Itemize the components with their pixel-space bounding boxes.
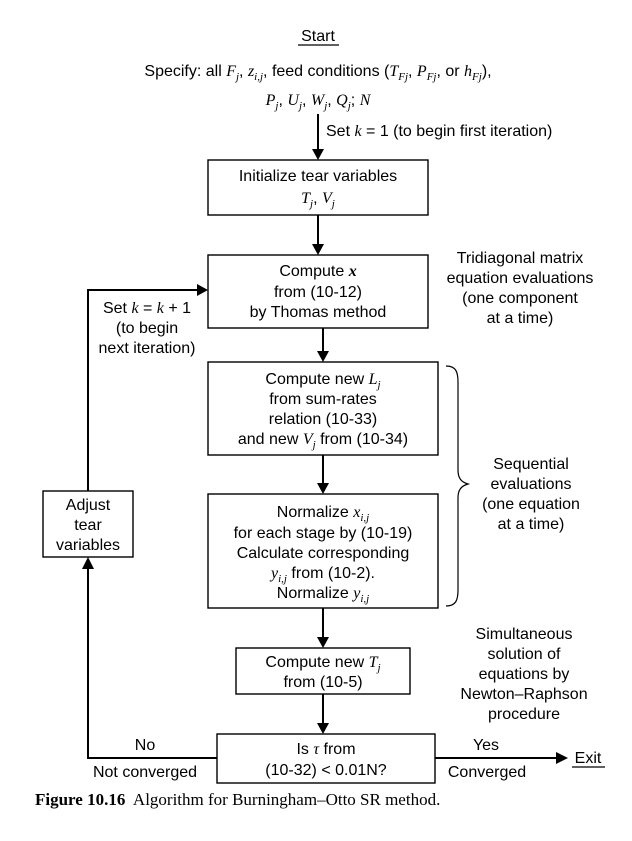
sequential-note-line-4: at a time) [498, 516, 565, 533]
specify-line-1: Specify: all Fj, zi,j, feed conditions (… [144, 63, 491, 83]
compute-t-line-1: Compute new Tj [265, 654, 380, 674]
normalize-box [207, 493, 439, 609]
tridiagonal-note-line-3: (one component [462, 290, 578, 307]
adjust-tear-variables-box [42, 490, 134, 558]
adjust-line-2: tear [74, 517, 102, 534]
compute-x-box [207, 254, 429, 329]
tridiagonal-note-line-2: equation evaluations [447, 270, 594, 287]
tridiagonal-note-line-1: Tridiagonal matrix [457, 250, 584, 267]
arrowhead-init [312, 149, 324, 160]
adjust-line-1: Adjust [66, 497, 111, 514]
simultaneous-note-line-5: procedure [488, 706, 560, 723]
arrowhead-compute-l [317, 351, 329, 362]
sequential-note-line-1: Sequential [493, 456, 569, 473]
initialize-tear-variables-box [207, 159, 429, 216]
init-line-2: Tj, Vj [301, 190, 335, 210]
normalize-line-2: for each stage by (10-19) [234, 525, 413, 542]
specify-line-2: Pj, Uj, Wj, Qj; N [265, 92, 372, 112]
simultaneous-note-line-4: Newton–Raphson [460, 686, 587, 703]
compute-l-line-3: relation (10-33) [269, 411, 378, 428]
arrowhead-normalize [317, 483, 329, 494]
compute-l-box [207, 361, 439, 456]
arrowhead-compute-t [317, 637, 329, 648]
init-line-1: Initialize tear variables [239, 168, 397, 185]
set-k-1-label: Set k = 1 (to begin first iteration) [326, 123, 552, 140]
compute-t-box [235, 647, 411, 695]
not-converged-label: Not converged [93, 764, 197, 781]
normalize-line-3: Calculate corresponding [237, 545, 410, 562]
set-k-next-line-1: Set k = k + 1 [103, 300, 191, 317]
loop-back-line [87, 289, 198, 491]
no-path-line [87, 568, 217, 759]
simultaneous-note-line-1: Simultaneous [476, 626, 573, 643]
normalize-line-1: Normalize xi,j [277, 504, 369, 524]
compute-x-line-1: Compute x [279, 263, 356, 280]
compute-l-line-1: Compute new Lj [265, 371, 380, 391]
normalize-line-5: Normalize yi,j [277, 585, 369, 605]
compute-x-line-2: from (10-12) [274, 284, 362, 301]
tridiagonal-note-line-4: at a time) [487, 310, 554, 327]
simultaneous-note-line-3: equations by [479, 666, 570, 683]
compute-l-line-4: and new Vj from (10-34) [238, 431, 408, 451]
sequential-note-line-3: (one equation [482, 496, 580, 513]
arrowhead-exit [556, 752, 568, 764]
no-label: No [135, 737, 156, 754]
arrowhead-decision [317, 723, 329, 734]
sequential-brace [445, 365, 471, 607]
arrowhead-compute-x [312, 244, 324, 255]
adjust-line-3: variables [56, 537, 120, 554]
yes-label: Yes [473, 737, 499, 754]
figure-caption: Figure 10.16 Algorithm for Burningham–Ot… [35, 790, 440, 809]
exit-label: Exit [575, 750, 602, 767]
normalize-line-4: yi,j from (10-2). [269, 565, 375, 585]
start-label: Start [301, 28, 335, 45]
set-k-next-line-2: (to begin [116, 320, 178, 337]
set-k-next-line-3: next iteration) [99, 340, 196, 357]
decision-line-1: Is τ from [296, 741, 355, 758]
compute-l-line-2: from sum-rates [269, 391, 377, 408]
compute-x-line-3: by Thomas method [250, 304, 387, 321]
arrowhead-loop-compute-x [197, 284, 208, 296]
simultaneous-note-line-2: solution of [488, 646, 561, 663]
sequential-note-line-2: evaluations [491, 476, 572, 493]
decision-line-2: (10-32) < 0.01N? [265, 762, 387, 779]
compute-t-line-2: from (10-5) [283, 674, 362, 691]
arrowhead-adjust [82, 557, 94, 569]
converged-label: Converged [448, 764, 526, 781]
